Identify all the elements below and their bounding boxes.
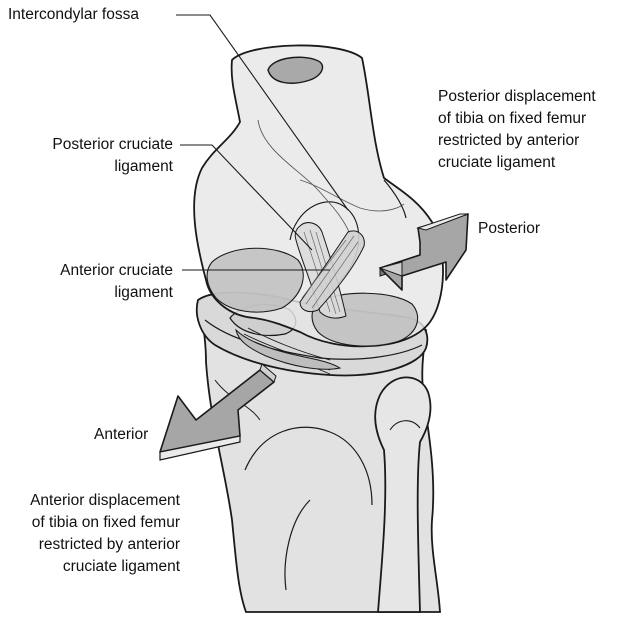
medial-condyle-surface	[207, 248, 303, 312]
label-anterior-displacement-4: cruciate ligament	[63, 556, 180, 578]
label-posterior-displacement-2: of tibia on fixed femur	[438, 108, 586, 130]
label-anterior-displacement-1: Anterior displacement	[30, 490, 180, 512]
label-anterior-cruciate-2: ligament	[114, 282, 173, 304]
label-anterior-displacement-3: restricted by anterior	[39, 534, 180, 556]
label-anterior-cruciate-1: Anterior cruciate	[60, 260, 173, 282]
label-intercondylar-fossa: Intercondylar fossa	[8, 4, 139, 26]
label-anterior-displacement-2: of tibia on fixed femur	[32, 512, 180, 534]
label-posterior-displacement-4: cruciate ligament	[438, 152, 555, 174]
label-posterior: Posterior	[478, 218, 540, 240]
label-posterior-cruciate-1: Posterior cruciate	[52, 134, 173, 156]
label-posterior-displacement-1: Posterior displacement	[438, 86, 596, 108]
label-posterior-displacement-3: restricted by anterior	[438, 130, 579, 152]
label-anterior: Anterior	[94, 424, 148, 446]
label-posterior-cruciate-2: ligament	[114, 156, 173, 178]
